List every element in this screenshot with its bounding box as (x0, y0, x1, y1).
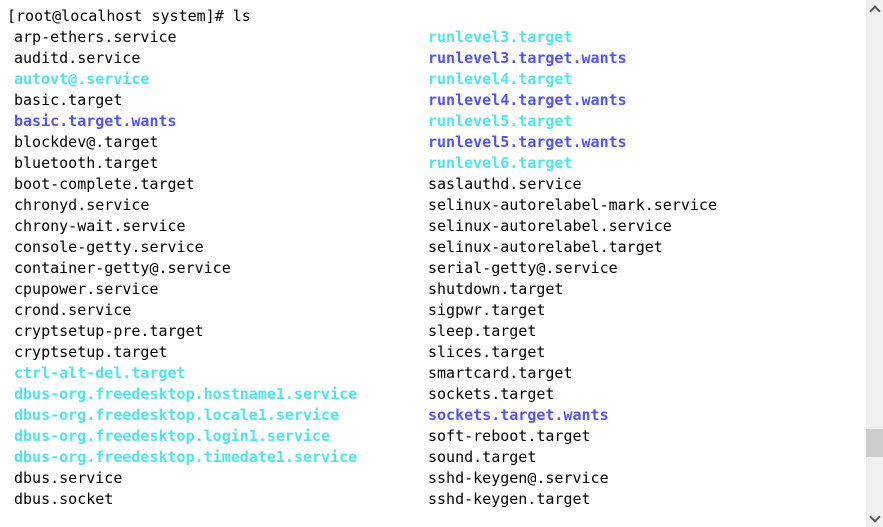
file-entry-file: serial-getty@.service (428, 259, 618, 277)
listing-row: arp-ethers.service runlevel3.target (0, 27, 866, 48)
file-entry-symlink: dbus-org.freedesktop.login1.service (14, 427, 331, 445)
file-entry-dir: runlevel5.target.wants (428, 133, 627, 151)
file-entry-symlink: dbus-org.freedesktop.hostname1.service (14, 385, 358, 403)
listing-row: dbus.socket sshd-keygen.target (0, 489, 866, 510)
listing-row: basic.target runlevel4.target.wants (0, 90, 866, 111)
file-entry-file: auditd.service (14, 49, 141, 67)
file-entry-file: smartcard.target (428, 364, 573, 382)
scrollbar-down-button[interactable] (866, 510, 883, 527)
listing-row: dbus-org.freedesktop.hostname1.service so… (0, 384, 866, 405)
file-entry-file: container-getty@.service (14, 259, 231, 277)
file-entry-symlink: runlevel4.target (428, 70, 573, 88)
file-entry-dir: runlevel4.target.wants (428, 91, 627, 109)
file-entry-file: crond.service (14, 301, 132, 319)
listing-row: chronyd.service selinux-autorelabel-mark.… (0, 195, 866, 216)
listing-row: cryptsetup-pre.target sleep.target (0, 321, 866, 342)
file-entry-file: sleep.target (428, 322, 537, 340)
file-entry-file: chronyd.service (14, 196, 150, 214)
file-entry-file: dbus.socket (14, 490, 114, 508)
listing-row: autovt@.service runlevel4.target (0, 69, 866, 90)
listing-row: dbus-org.freedesktop.timedate1.service so… (0, 447, 866, 468)
listing-row: cryptsetup.target slices.target (0, 342, 866, 363)
file-entry-file: sound.target (428, 448, 537, 466)
listing-row: dbus.service sshd-keygen@.service (0, 468, 866, 489)
file-entry-file: slices.target (428, 343, 546, 361)
chevron-up-icon (868, 4, 881, 17)
terminal-output: [root@localhost system]# ls arp-ethers.s… (0, 6, 866, 510)
file-entry-file: saslauthd.service (428, 175, 582, 193)
prompt-space (224, 7, 233, 25)
file-entry-dir: sockets.target.wants (428, 406, 609, 424)
file-entry-file: dbus.service (14, 469, 123, 487)
file-entry-file: sockets.target (428, 385, 555, 403)
file-entry-file: selinux-autorelabel.target (428, 238, 663, 256)
file-entry-file: console-getty.service (14, 238, 204, 256)
file-entry-file: selinux-autorelabel.service (428, 217, 672, 235)
file-entry-file: selinux-autorelabel-mark.service (428, 196, 717, 214)
listing-row: cpupower.service shutdown.target (0, 279, 866, 300)
file-entry-symlink: runlevel5.target (428, 112, 573, 130)
listing-row: dbus-org.freedesktop.login1.service soft-… (0, 426, 866, 447)
file-entry-file: bluetooth.target (14, 154, 159, 172)
file-listing: arp-ethers.service runlevel3.target auditd… (0, 27, 866, 510)
file-entry-file: sshd-keygen@.service (428, 469, 609, 487)
prompt-line: [root@localhost system]# ls (0, 6, 866, 27)
shell-command: ls (232, 7, 251, 25)
listing-row: crond.service sigpwr.target (0, 300, 866, 321)
file-entry-symlink: ctrl-alt-del.target (14, 364, 186, 382)
listing-row: ctrl-alt-del.target smartcard.target (0, 363, 866, 384)
file-entry-symlink: runlevel6.target (428, 154, 573, 172)
file-entry-file: chrony-wait.service (14, 217, 186, 235)
file-entry-symlink: dbus-org.freedesktop.timedate1.service (14, 448, 358, 466)
listing-row: auditd.service runlevel3.target.wants (0, 48, 866, 69)
file-entry-file: arp-ethers.service (14, 28, 177, 46)
listing-row: basic.target.wants runlevel5.target (0, 111, 866, 132)
file-entry-file: basic.target (14, 91, 123, 109)
listing-row: boot-complete.target saslauthd.service (0, 174, 866, 195)
file-entry-file: blockdev@.target (14, 133, 159, 151)
file-entry-symlink: dbus-org.freedesktop.locale1.service (14, 406, 340, 424)
scrollbar-thumb[interactable] (866, 429, 883, 457)
file-entry-dir: runlevel3.target.wants (428, 49, 627, 67)
file-entry-file: sshd-keygen.target (428, 490, 591, 508)
vertical-scrollbar[interactable] (866, 0, 883, 527)
scrollbar-up-button[interactable] (866, 0, 883, 17)
file-entry-file: shutdown.target (428, 280, 564, 298)
file-entry-file: cpupower.service (14, 280, 159, 298)
file-entry-symlink: autovt@.service (14, 70, 150, 88)
file-entry-file: cryptsetup-pre.target (14, 322, 204, 340)
chevron-down-icon (868, 510, 881, 523)
file-entry-file: soft-reboot.target (428, 427, 591, 445)
file-entry-dir: basic.target.wants (14, 112, 177, 130)
listing-row: bluetooth.target runlevel6.target (0, 153, 866, 174)
listing-row: chrony-wait.service selinux-autorelabel.s… (0, 216, 866, 237)
listing-row: console-getty.service selinux-autorelabel… (0, 237, 866, 258)
listing-row: dbus-org.freedesktop.locale1.service sock… (0, 405, 866, 426)
file-entry-file: boot-complete.target (14, 175, 195, 193)
listing-row: container-getty@.service serial-getty@.se… (0, 258, 866, 279)
file-entry-file: sigpwr.target (428, 301, 546, 319)
file-entry-file: cryptsetup.target (14, 343, 168, 361)
file-entry-symlink: runlevel3.target (428, 28, 573, 46)
shell-prompt: [root@localhost system]# (7, 7, 224, 25)
listing-row: blockdev@.target runlevel5.target.wants (0, 132, 866, 153)
